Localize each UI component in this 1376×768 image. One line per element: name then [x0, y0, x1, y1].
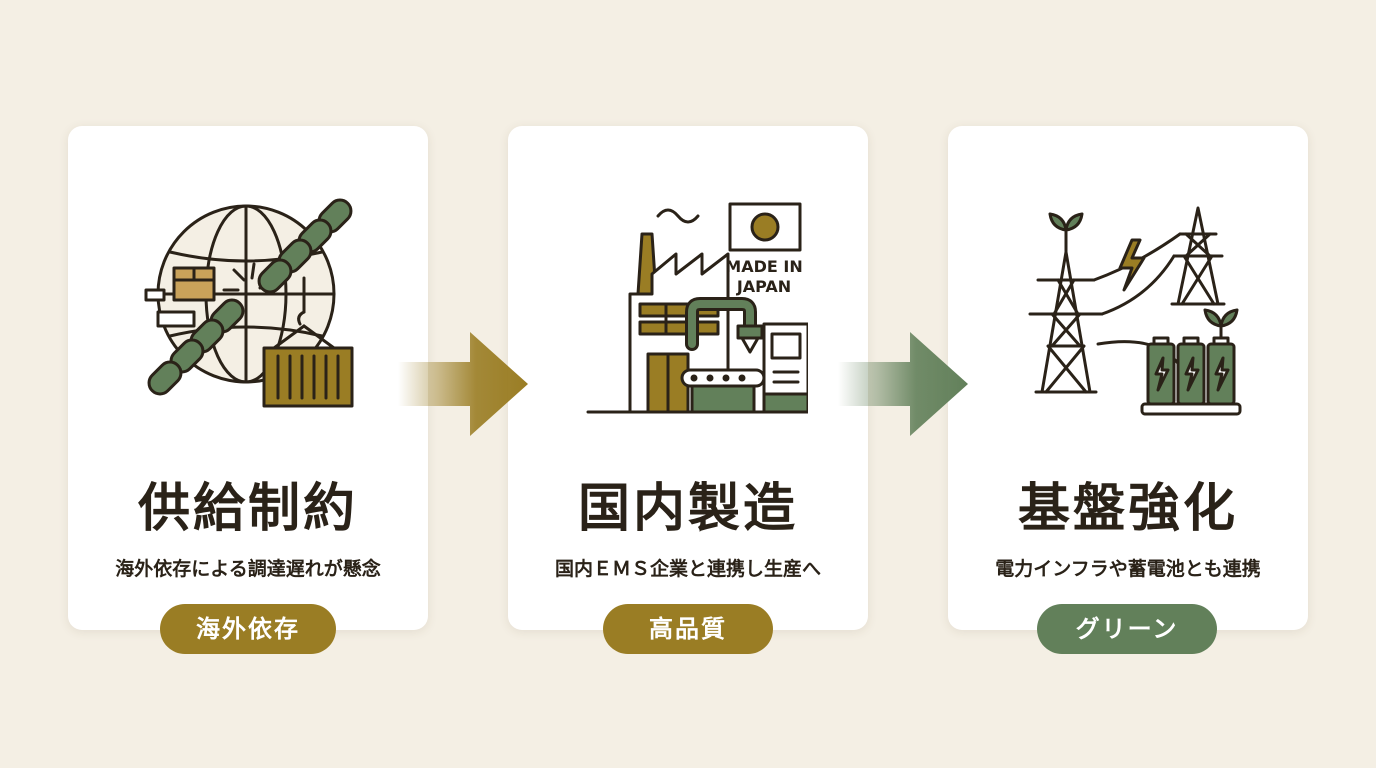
badge-high-quality: 高品質	[603, 604, 773, 654]
arrow-right-icon	[398, 332, 530, 436]
factory-made-in-japan-icon: MADE IN JAPAN	[568, 194, 808, 434]
badge-overseas-dependence: 海外依存	[160, 604, 336, 654]
card-description: 海外依存による調達遅れが懸念	[115, 558, 381, 580]
card-title: 基盤強化	[1017, 478, 1238, 539]
globe-chain-container-icon	[128, 194, 368, 434]
card-title: 供給制約	[137, 478, 358, 539]
card-description: 国内ＥＭＳ企業と連携し生産へ	[554, 558, 821, 580]
step-card-infrastructure: 基盤強化 電力インフラや蓄電池とも連携	[948, 126, 1308, 630]
card-title: 国内製造	[577, 478, 798, 539]
step-card-domestic-manufacturing: MADE IN JAPAN 国内製造 国内ＥＭＳ企業と連携し生産へ	[508, 126, 868, 630]
card-description: 電力インフラや蓄電池とも連携	[995, 558, 1261, 580]
svg-text:JAPAN: JAPAN	[736, 277, 791, 296]
power-tower-battery-icon	[1008, 194, 1248, 434]
svg-text:MADE IN: MADE IN	[725, 257, 802, 276]
badge-green: グリーン	[1037, 604, 1217, 654]
arrow-right-icon	[838, 332, 970, 436]
step-card-supply-constraint: 供給制約 海外依存による調達遅れが懸念	[68, 126, 428, 630]
